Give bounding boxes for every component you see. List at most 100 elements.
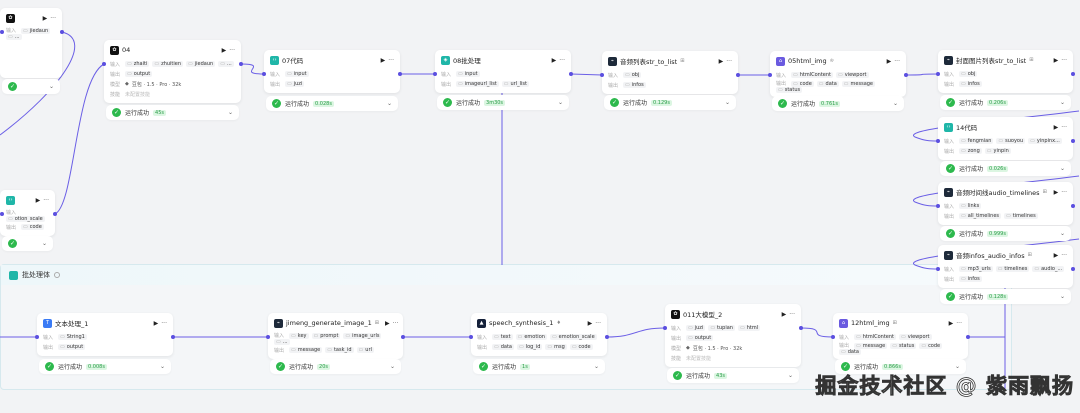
input-port[interactable] (768, 73, 772, 77)
run-node-button[interactable]: ▶ (153, 319, 159, 327)
output-port[interactable] (569, 72, 573, 76)
node-run-status[interactable]: ✓⌄ (2, 236, 53, 251)
more-options-button[interactable]: ··· (956, 319, 962, 327)
run-node-button[interactable]: ▶ (221, 46, 227, 54)
input-port[interactable] (936, 267, 940, 271)
chevron-down-icon[interactable]: ⌄ (41, 240, 47, 247)
chevron-down-icon[interactable]: ⌄ (593, 363, 599, 370)
output-port[interactable] (1071, 267, 1075, 271)
run-node-button[interactable]: ▶ (1053, 188, 1059, 196)
chevron-down-icon[interactable]: ⌄ (724, 99, 730, 106)
more-options-button[interactable]: ··· (161, 319, 167, 327)
more-options-button[interactable]: ··· (595, 319, 601, 327)
more-options-button[interactable]: ··· (559, 56, 565, 64)
input-port[interactable] (469, 335, 473, 339)
more-options-button[interactable]: ··· (43, 196, 49, 204)
output-port[interactable] (401, 335, 405, 339)
run-node-button[interactable]: ▶ (781, 310, 787, 318)
chevron-down-icon[interactable]: ⌄ (892, 100, 898, 107)
input-port[interactable] (600, 73, 604, 77)
output-port[interactable] (53, 212, 57, 216)
output-port[interactable] (736, 73, 740, 77)
output-port[interactable] (1071, 139, 1075, 143)
more-options-button[interactable]: ··· (1061, 123, 1067, 131)
input-port[interactable] (663, 326, 667, 330)
more-options-button[interactable]: ··· (1061, 56, 1067, 64)
run-node-button[interactable]: ▶ (1053, 123, 1059, 131)
run-node-button[interactable]: ▶ (948, 319, 954, 327)
more-options-button[interactable]: ··· (894, 57, 900, 65)
output-port[interactable] (1071, 72, 1075, 76)
more-options-button[interactable]: ··· (392, 319, 399, 327)
chevron-down-icon[interactable]: ⌄ (1059, 230, 1065, 237)
output-port[interactable] (605, 335, 609, 339)
input-port[interactable] (35, 335, 39, 339)
output-port[interactable] (966, 335, 970, 339)
workflow-node-n14[interactable]: ‹›14代码▶···输入▭fengmian▭suoyou▭yinpinx...输… (938, 117, 1073, 160)
more-options-button[interactable]: ··· (388, 56, 394, 64)
more-options-button[interactable]: ··· (1061, 188, 1067, 196)
run-node-button[interactable]: ▶ (35, 196, 41, 204)
model-name[interactable]: 豆包 · 1.5 · Pro · 32k (131, 81, 182, 88)
run-node-button[interactable]: ▶ (1053, 56, 1059, 64)
workflow-node-audio-infos[interactable]: ⌁音频infos_audio_infos⊞▶···输入▭mp3_urls▭tim… (938, 245, 1073, 288)
run-node-button[interactable]: ▶ (384, 319, 390, 327)
run-node-button[interactable]: ▶ (1053, 251, 1059, 259)
input-port[interactable] (936, 72, 940, 76)
workflow-node-speech[interactable]: ▲speech_synthesis_1♦▶···输入▭text▭emotion▭… (471, 313, 607, 356)
output-port[interactable] (398, 72, 402, 76)
input-port[interactable] (936, 139, 940, 143)
run-node-button[interactable]: ▶ (718, 57, 724, 65)
workflow-node-jimeng[interactable]: ⌁jimeng_generate_image_1⊞▶···输入▭key▭prom… (268, 313, 403, 359)
more-options-button[interactable]: ··· (50, 14, 56, 22)
output-port[interactable] (239, 62, 243, 66)
run-node-button[interactable]: ▶ (380, 56, 386, 64)
chevron-down-icon[interactable]: ⌄ (227, 109, 233, 116)
more-options-button[interactable]: ··· (229, 46, 235, 54)
input-port[interactable] (102, 62, 106, 66)
run-node-button[interactable]: ▶ (587, 319, 593, 327)
node-run-status[interactable]: ✓⌄ (2, 79, 60, 94)
input-port[interactable] (0, 212, 4, 216)
more-options-button[interactable]: ··· (789, 310, 795, 318)
input-port[interactable] (831, 335, 835, 339)
chevron-down-icon[interactable]: ⌄ (48, 83, 54, 90)
run-node-button[interactable]: ▶ (886, 57, 892, 65)
input-port[interactable] (266, 335, 270, 339)
chevron-down-icon[interactable]: ⌄ (787, 372, 793, 379)
input-port[interactable] (433, 72, 437, 76)
output-port[interactable] (904, 73, 908, 77)
run-node-button[interactable]: ▶ (42, 14, 48, 22)
output-port[interactable] (171, 335, 175, 339)
workflow-node-n04[interactable]: ✿04▶···输入▭zhaiti▭zhuitien▭jiedaun▭...输出▭… (104, 40, 241, 103)
run-node-button[interactable]: ▶ (551, 56, 557, 64)
chevron-down-icon[interactable]: ⌄ (1059, 165, 1065, 172)
chevron-down-icon[interactable]: ⌄ (159, 363, 165, 370)
chevron-down-icon[interactable]: ⌄ (389, 363, 395, 370)
output-port[interactable] (60, 30, 64, 34)
chevron-down-icon[interactable]: ⌄ (954, 363, 960, 370)
